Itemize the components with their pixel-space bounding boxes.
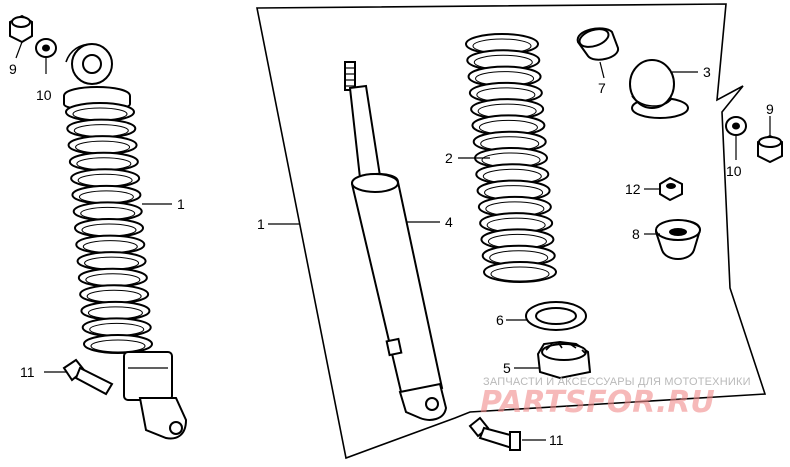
spring-coil-inner (73, 124, 129, 138)
callout-right-nut: 9 (766, 101, 774, 117)
spring-coil-inner (82, 240, 138, 254)
bottom-bolt-part (468, 416, 521, 451)
spring-coil-inner (77, 173, 133, 187)
leader-lines (15, 41, 771, 441)
spring-coil-inner (84, 256, 140, 270)
spring-coil-inner (80, 206, 136, 220)
callout-rubber-bushing: 3 (703, 64, 711, 80)
callout-right-washer: 10 (726, 163, 742, 179)
right-nut-part (757, 134, 783, 164)
assembly-frame-outline (256, 3, 767, 460)
left-spring-coils (65, 102, 153, 354)
spring-coil-inner (78, 190, 134, 204)
spring-coil-inner (490, 266, 550, 282)
seat-ring-part (525, 301, 587, 331)
spring-coil-inner (81, 223, 137, 237)
right-washer-part (725, 116, 747, 136)
spring-coil-inner (76, 157, 132, 171)
rubber-bushing-part (629, 59, 689, 119)
callout-seat-ring: 6 (496, 312, 504, 328)
spring-seat-part (654, 219, 702, 260)
watermark-caption: ЗАПЧАСТИ И АКСЕССУАРЫ ДЛЯ МОТОТЕХНИКИ (483, 376, 751, 388)
callout-lock-nut: 12 (625, 181, 641, 197)
left-bolt-part (62, 358, 114, 396)
callout-left-nut: 9 (9, 61, 17, 77)
callout-damper: 4 (445, 214, 453, 230)
callout-left-assembly: 1 (177, 196, 185, 212)
spring-coil-inner (87, 306, 143, 320)
left-washer-part (35, 38, 57, 58)
callout-cap: 7 (598, 80, 606, 96)
callout-bottom-bolt: 11 (549, 432, 564, 448)
watermark-site: PARTSFOR.RU (480, 385, 715, 420)
left-nut-part (9, 14, 33, 44)
cap-part (576, 27, 619, 61)
callout-left-washer: 10 (36, 87, 52, 103)
spring-coil-inner (75, 140, 131, 154)
adjuster-part (536, 340, 592, 380)
spring-part (465, 33, 557, 283)
lock-nut-part (659, 176, 683, 202)
spring-coil-inner (86, 289, 142, 303)
spring-coil-inner (85, 273, 141, 287)
left-shock-assembly (63, 43, 188, 440)
spring-coil-inner (72, 107, 128, 121)
spring-coil-inner (90, 339, 146, 353)
callout-frame-assembly: 1 (257, 216, 265, 232)
callout-spring: 2 (445, 150, 453, 166)
callout-spring-seat: 8 (632, 226, 640, 242)
callout-adjuster: 5 (503, 360, 511, 376)
spring-coil-inner (89, 322, 145, 336)
damper-part (344, 61, 448, 421)
callout-left-bolt: 11 (20, 364, 35, 380)
